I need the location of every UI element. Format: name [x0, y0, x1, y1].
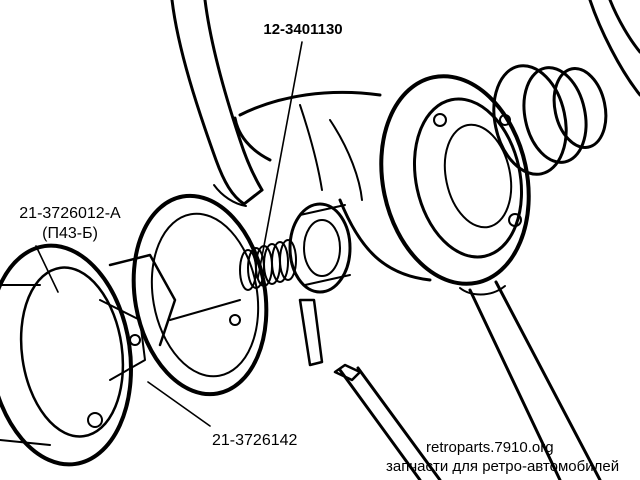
watermark-tagline: запчасти для ретро-автомобилей: [386, 458, 620, 475]
hub-flange: [379, 74, 531, 286]
steering-wheel-spoke: [170, 0, 264, 207]
part-label-spring: 12-3401130: [263, 21, 343, 38]
part-label-switch-line2: (П43-Б): [42, 225, 98, 242]
bearing-rings: [492, 0, 640, 176]
column-housing: [233, 90, 432, 282]
return-spring: [239, 239, 297, 291]
part-label-switch-line1: 21-3726012-А: [19, 205, 121, 222]
leader-lines: [35, 41, 303, 427]
watermark-site: retroparts.7910.org: [426, 439, 554, 456]
contact-ring: [131, 193, 269, 397]
switch-levers: [298, 298, 442, 480]
turn-signal-switch: [0, 243, 177, 467]
switch-cylinder: [288, 202, 352, 294]
part-label-ring: 21-3726142: [212, 432, 298, 449]
steering-shaft: [459, 280, 602, 480]
